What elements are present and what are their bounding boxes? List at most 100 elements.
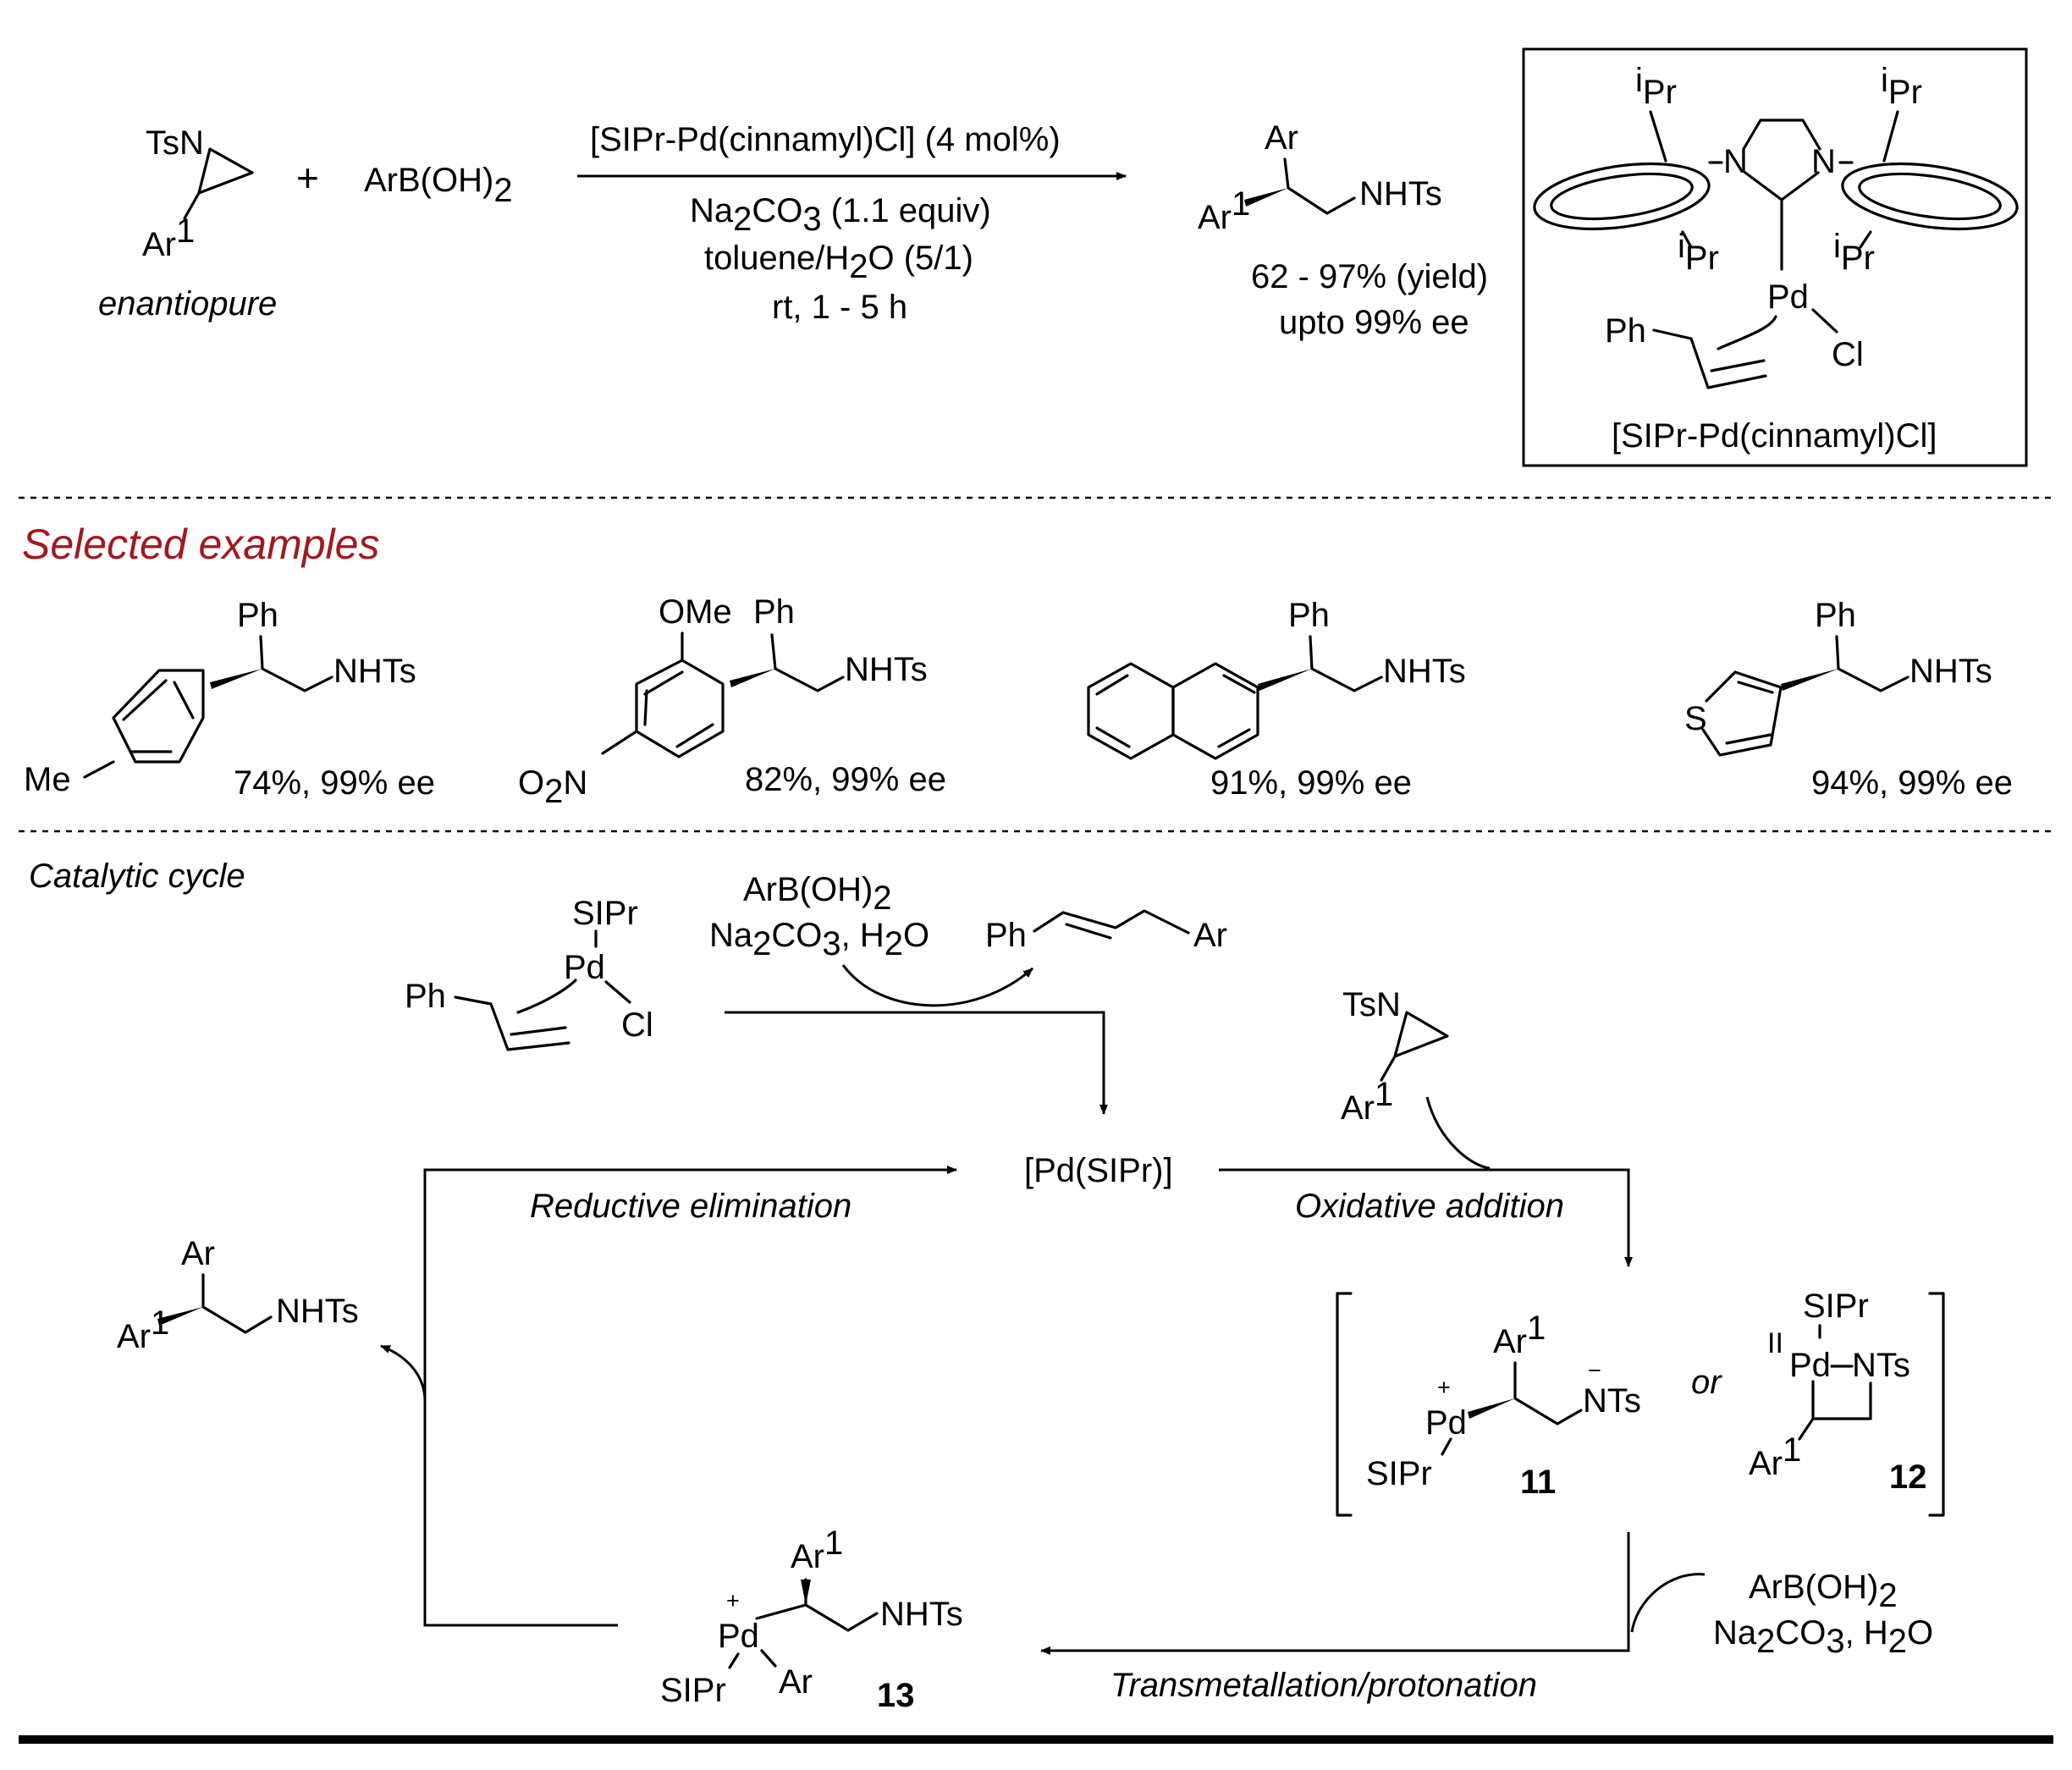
int12-pd: Pd <box>1789 1347 1831 1384</box>
byproduct-ph: Ph <box>985 917 1027 954</box>
ipr-bottom-right: iPr <box>1833 228 1875 277</box>
int11-sipr: SIPr <box>1366 1455 1432 1492</box>
intermediates-bracket: Ar1 + Pd SIPr − NTs 11 or SIPr II Pd NTs… <box>1336 1288 1945 1517</box>
product-ar: Ar <box>1265 119 1298 157</box>
example-2-no2: O2N <box>518 764 587 810</box>
precat-cl: Cl <box>621 1006 653 1044</box>
int12-nts: NTs <box>1852 1347 1910 1384</box>
product-nhts: NHTs <box>1359 175 1442 212</box>
example-3-ph: Ph <box>1288 597 1330 634</box>
example-2-result: 82%, 99% ee <box>745 761 946 798</box>
act-boronic: ArB(OH)2 <box>743 871 892 917</box>
pd0-species: [Pd(SIPr)] <box>1024 1152 1173 1189</box>
bottom-rule <box>19 1735 2053 1744</box>
aziridine-tsn: TsN <box>1342 986 1401 1023</box>
int13-sipr: SIPr <box>660 1672 726 1709</box>
int13-ar: Ar <box>779 1663 813 1701</box>
or-label: or <box>1691 1364 1722 1401</box>
int11-label: 11 <box>1520 1464 1556 1501</box>
plus-sign: + <box>296 156 319 200</box>
example-1-nhts: NHTs <box>333 653 416 690</box>
example-2-ome: OMe <box>659 593 732 631</box>
catalyst-loading: [SIPr-Pd(cinnamyl)Cl] (4 mol%) <box>590 121 1061 158</box>
aziridine-ar1: Ar1 <box>1341 1076 1393 1127</box>
cycle-product: Ar Ar1 NHTs <box>117 1235 427 1399</box>
example-1-ph: Ph <box>237 597 278 634</box>
example-1: Ph NHTs Me 74%, 99% ee <box>24 597 435 802</box>
catalyst-caption: [SIPr-Pd(cinnamyl)Cl] <box>1612 417 1937 455</box>
tm-boronic: ArB(OH)2 <box>1749 1569 1898 1614</box>
example-4: Ph NHTs S 94%, 99% ee <box>1684 597 2013 802</box>
precat-pd: Pd <box>564 949 605 986</box>
precat-ph: Ph <box>405 978 446 1015</box>
catalyst-pd: Pd <box>1767 278 1809 316</box>
example-3-result: 91%, 99% ee <box>1210 764 1412 802</box>
cycle-prod-ar1: Ar1 <box>117 1304 169 1355</box>
trans-label: Transmetallation/protonation <box>1110 1667 1537 1704</box>
int12-ii: II <box>1767 1327 1783 1359</box>
int13-plus: + <box>726 1588 740 1613</box>
cycle-heading: Catalytic cycle <box>29 857 245 895</box>
act-base: Na2CO3, H2O <box>709 917 929 962</box>
catalyst-frame <box>1522 47 2028 467</box>
example-1-result: 74%, 99% ee <box>234 764 435 802</box>
intermediate-13: Ar1 NHTs + Pd SIPr Ar 13 <box>660 1525 963 1714</box>
precatalyst: SIPr Pd Cl Ph <box>405 895 653 1051</box>
example-2-ph: Ph <box>753 593 795 631</box>
example-3-nhts: NHTs <box>1383 653 1466 690</box>
yield-range: 62 - 97% (yield) <box>1251 258 1488 295</box>
transmetallation-curve <box>1630 1573 1706 1633</box>
example-4-result: 94%, 99% ee <box>1811 764 2013 802</box>
example-3: Ph NHTs 91%, 99% ee <box>1087 597 1466 802</box>
int13-pd: Pd <box>718 1618 759 1655</box>
catalyst-cl: Cl <box>1832 336 1864 373</box>
tm-base: Na2CO3, H2O <box>1713 1614 1933 1660</box>
int13-nhts: NHTs <box>880 1596 963 1633</box>
int12-label: 12 <box>1889 1458 1927 1496</box>
base-condition: Na2CO3 (1.1 equiv) <box>690 192 991 238</box>
ipr-top-left: iPr <box>1635 62 1677 111</box>
precat-sipr: SIPr <box>572 895 638 932</box>
int11-plus: + <box>1437 1375 1451 1400</box>
enantiopure-note: enantiopure <box>98 285 277 323</box>
product-ar1: Ar1 <box>1198 185 1250 236</box>
cycle-prod-ar: Ar <box>181 1235 215 1272</box>
solvent-condition: toluene/H2O (5/1) <box>704 240 973 285</box>
ipr-top-right: iPr <box>1881 62 1922 111</box>
int11-minus: − <box>1588 1358 1601 1383</box>
int12-sipr: SIPr <box>1803 1288 1869 1325</box>
ar1-label: Ar1 <box>142 212 195 263</box>
boronic-acid: ArB(OH)2 <box>364 162 513 209</box>
int11-pd: Pd <box>1425 1404 1467 1442</box>
transmetallation-arrow <box>1040 1532 1630 1655</box>
example-1-me: Me <box>24 761 71 798</box>
example-2-nhts: NHTs <box>845 651 928 688</box>
example-2: OMe Ph NHTs O2N 82%, 99% ee <box>518 593 946 810</box>
int11-nts: NTs <box>1583 1382 1641 1420</box>
example-4-ph: Ph <box>1815 597 1856 634</box>
starting-aziridine: TsN Ar1 enantiopure <box>98 124 277 323</box>
byproduct-ar: Ar <box>1193 917 1227 954</box>
cycle-aziridine: TsN Ar1 <box>1341 986 1491 1170</box>
int11-ar1: Ar1 <box>1493 1310 1546 1360</box>
oxidative-label: Oxidative addition <box>1295 1188 1564 1225</box>
example-4-nhts: NHTs <box>1909 653 1992 690</box>
catalyst-ph: Ph <box>1605 312 1646 350</box>
ee-value: upto 99% ee <box>1279 304 1469 341</box>
int12-ar1: Ar1 <box>1749 1431 1801 1482</box>
examples-heading: Selected examples <box>22 521 379 568</box>
example-4-s: S <box>1684 700 1707 737</box>
time-condition: rt, 1 - 5 h <box>772 289 907 326</box>
int13-label: 13 <box>877 1677 915 1714</box>
cycle-prod-nhts: NHTs <box>276 1293 359 1330</box>
reaction-arrow-conditions: [SIPr-Pd(cinnamyl)Cl] (4 mol%) Na2CO3 (1… <box>577 121 1127 326</box>
top-product: Ar Ar1 NHTs 62 - 97% (yield) upto 99% ee <box>1198 119 1488 341</box>
tsn-label: TsN <box>146 124 204 162</box>
catalyst-structure-box: iPr iPr iPr iPr N N Pd Cl Ph [SIPr-Pd(ci… <box>1522 47 2028 467</box>
reductive-arrow <box>423 1166 957 1627</box>
oxidative-arrow <box>1219 1168 1633 1267</box>
reductive-label: Reductive elimination <box>530 1188 851 1225</box>
int13-ar1: Ar1 <box>791 1525 843 1575</box>
activation-step: ArB(OH)2 Na2CO3, H2O Ph Ar <box>709 871 1227 1115</box>
